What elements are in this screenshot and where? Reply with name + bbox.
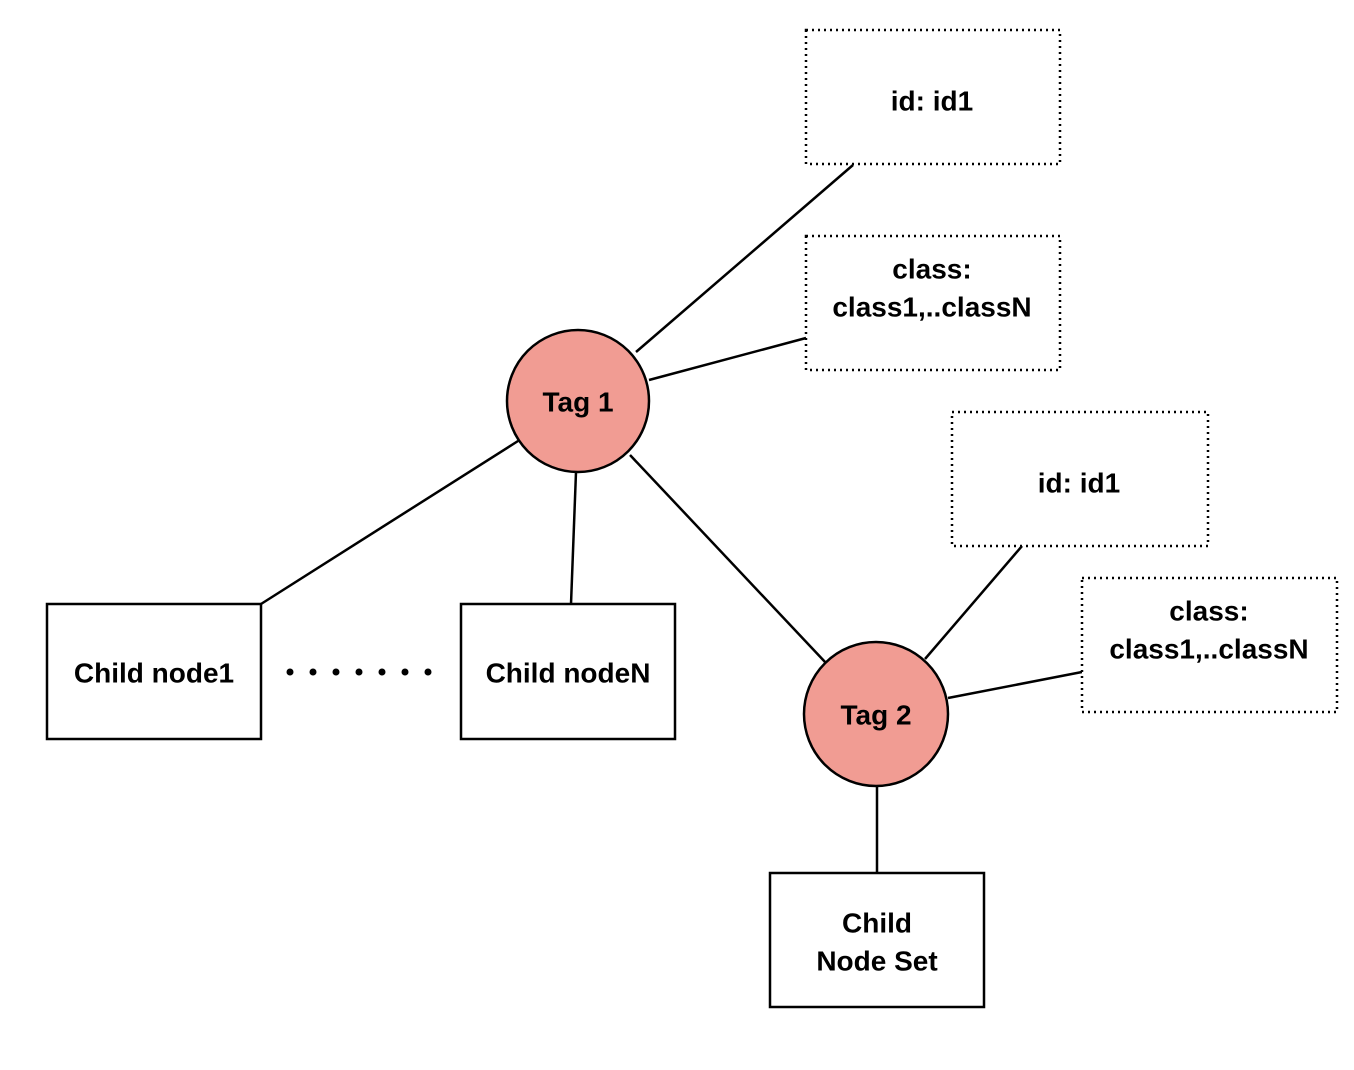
tag2-label: Tag 2 (840, 700, 911, 731)
child-node1-label: Child node1 (74, 658, 234, 689)
child-node-set-box (768, 871, 986, 1009)
child-node-set: Child Node Set (768, 871, 986, 1009)
ellipsis-dot (355, 668, 363, 676)
edge-tag1-child-node1 (260, 439, 519, 606)
tag2-id-box (950, 410, 1210, 548)
tag2-circle (802, 640, 950, 788)
edge-tag2-class (947, 670, 1083, 700)
tag2-id-label: id: id1 (1038, 468, 1120, 499)
child-node1-box (45, 602, 263, 741)
child-node-set-label-line2: Node Set (816, 946, 937, 977)
tag2-class-attribute: class: class1,..classN (1080, 576, 1339, 714)
tag1-id-box (804, 28, 1062, 166)
tag2-class-values: class1,..classN (1109, 634, 1308, 665)
tag1-circle (505, 328, 651, 474)
ellipsis-dot (401, 668, 409, 676)
tag2-class-box (1080, 576, 1339, 714)
ellipsis-dot (424, 668, 432, 676)
child-node1: Child node1 (45, 602, 263, 741)
child-noden: Child nodeN (459, 602, 677, 741)
edge-tag1-tag2 (629, 454, 827, 664)
tag1-class-label: class: (892, 254, 971, 285)
ellipsis-dot (286, 668, 294, 676)
child-noden-label: Child nodeN (486, 658, 651, 689)
ellipsis-dot (332, 668, 340, 676)
edge-tag2-id (924, 545, 1023, 660)
edge-tag1-child-noden (569, 471, 578, 605)
tag1-class-box (804, 234, 1062, 372)
ellipsis-dot (378, 668, 386, 676)
child-noden-box (459, 602, 677, 741)
tag1-label: Tag 1 (542, 387, 613, 418)
tag2-id-attribute: id: id1 (950, 410, 1210, 548)
tag1-node: Tag 1 (505, 328, 651, 474)
child-node-set-label-line1: Child (842, 908, 912, 939)
tag2-class-label: class: (1169, 596, 1248, 627)
ellipsis-dot (309, 668, 317, 676)
ellipsis (286, 668, 432, 676)
tag2-node: Tag 2 (802, 640, 950, 788)
edge-tag1-class (648, 336, 807, 382)
tag1-class-attribute: class: class1,..classN (804, 234, 1062, 372)
tag1-id-label: id: id1 (891, 86, 973, 117)
edge-tag1-id (635, 164, 854, 353)
tag1-id-attribute: id: id1 (804, 28, 1062, 166)
tag1-class-values: class1,..classN (832, 292, 1031, 323)
